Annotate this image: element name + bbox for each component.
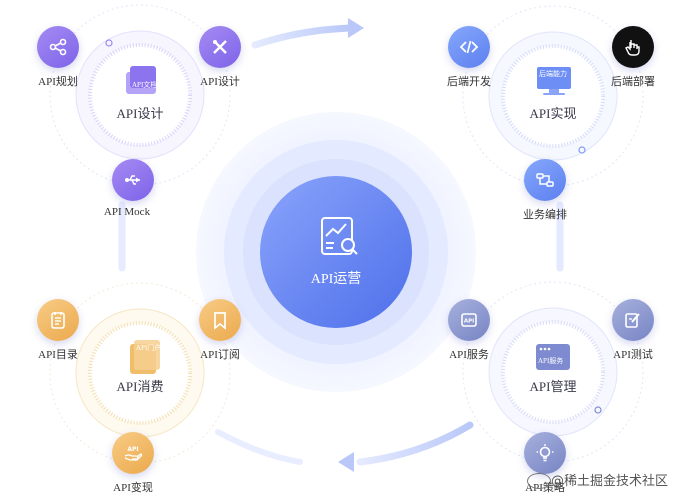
node-label-api-service: API服务 <box>449 349 489 361</box>
hub-card-manage: API服务 <box>538 357 564 365</box>
watermark-text: @稀土掘金技术社区 <box>551 474 669 489</box>
api-box-icon[interactable]: API <box>448 299 490 341</box>
edit-icon[interactable] <box>612 299 654 341</box>
tools-icon[interactable] <box>199 26 241 68</box>
hub-card-implement: 后端能力 <box>539 70 567 78</box>
node-label-api-subscribe: API订阅 <box>200 349 240 361</box>
list-icon[interactable] <box>37 299 79 341</box>
hub-title-manage: API管理 <box>529 379 577 394</box>
node-label-api-mock: API Mock <box>103 206 151 218</box>
node-label-api-test: API测试 <box>613 349 653 361</box>
code-icon[interactable] <box>448 26 490 68</box>
hub-title-consume: API消费 <box>116 379 164 394</box>
svg-text:API: API <box>127 446 138 453</box>
flow-icon[interactable] <box>524 159 566 201</box>
share-nodes-icon[interactable] <box>37 26 79 68</box>
svg-text:API: API <box>464 319 474 325</box>
node-label-api-design: API设计 <box>200 76 240 88</box>
bulb-icon[interactable] <box>524 432 566 474</box>
usb-icon[interactable] <box>112 159 154 201</box>
bookmark-icon[interactable] <box>199 299 241 341</box>
node-label-backend-dev: 后端开发 <box>447 76 491 88</box>
hub-title-design: API设计 <box>116 106 164 121</box>
node-label-orchestration: 业务编排 <box>523 209 567 221</box>
node-label-backend-deploy: 后端部署 <box>611 76 655 88</box>
hand-pointer-icon[interactable] <box>612 26 654 68</box>
hub-card-design: API文档 <box>132 81 158 89</box>
node-label-api-plan: API规划 <box>38 76 78 88</box>
watermark-logo-icon <box>527 473 551 489</box>
center-title: API运营 <box>310 272 362 287</box>
hand-coin-icon[interactable]: API <box>112 432 154 474</box>
hub-title-implement: API实现 <box>529 106 577 121</box>
hub-card-consume: API门户 <box>136 344 162 352</box>
node-label-api-catalog: API目录 <box>38 349 78 361</box>
node-label-api-monetize: API变现 <box>113 482 153 494</box>
